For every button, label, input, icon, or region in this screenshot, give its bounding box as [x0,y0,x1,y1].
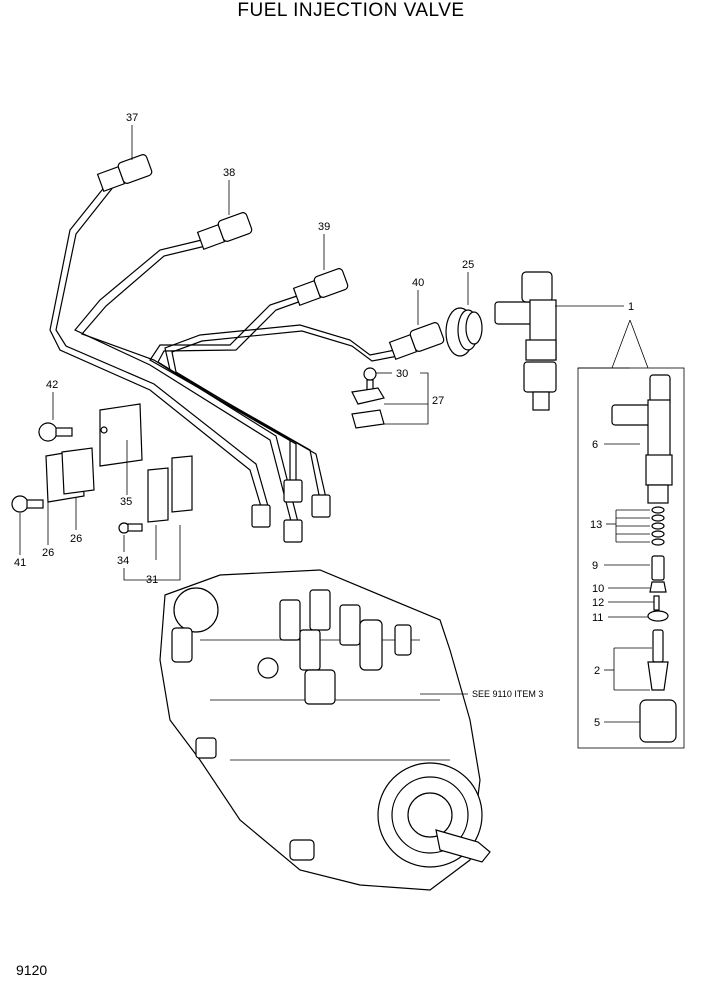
callout-5: 5 [594,717,600,729]
callout-11: 11 [592,612,603,624]
callout-2: 2 [594,665,600,677]
callout-1: 1 [628,301,634,313]
callout-26-left: 26 [42,547,54,559]
pipe-nut-38 [196,212,253,250]
callout-37: 37 [126,112,138,124]
callout-41: 41 [14,557,26,569]
callout-35: 35 [120,496,132,508]
callout-38: 38 [223,167,235,179]
callout-27: 27 [432,395,444,407]
callout-34: 34 [117,555,129,567]
fuel-injection-pump [159,569,491,891]
callout-9: 9 [592,560,598,572]
callout-labels: 37 38 39 40 25 1 42 30 27 6 35 26 26 41 … [14,112,634,729]
callout-31: 31 [146,574,158,586]
page-number: 9120 [16,962,48,978]
bracket-parts [11,403,193,534]
nozzle-seal-25 [445,307,483,357]
reference-note: SEE 9110 ITEM 3 [472,689,543,699]
callout-39: 39 [318,221,330,233]
injector-assembly-1 [494,271,557,411]
callout-10: 10 [592,583,604,595]
callout-6: 6 [592,439,598,451]
callout-12: 12 [592,597,604,609]
callout-13: 13 [590,519,602,531]
clamp-parts-27 [351,367,385,429]
callout-40: 40 [412,277,424,289]
leader-lines [19,125,654,723]
page-title: FUEL INJECTION VALVE [237,0,465,21]
callout-42: 42 [46,379,58,391]
pipe-nut-39 [292,268,349,306]
injection-pipes [49,179,399,526]
callout-26-right: 26 [70,533,82,545]
injector-detail-box [577,367,685,749]
callout-25: 25 [462,259,474,271]
callout-30: 30 [396,368,408,380]
pipe-nut-40 [388,322,445,360]
pipe-nut-37 [96,154,153,192]
pipe-lower-nuts [251,479,331,543]
